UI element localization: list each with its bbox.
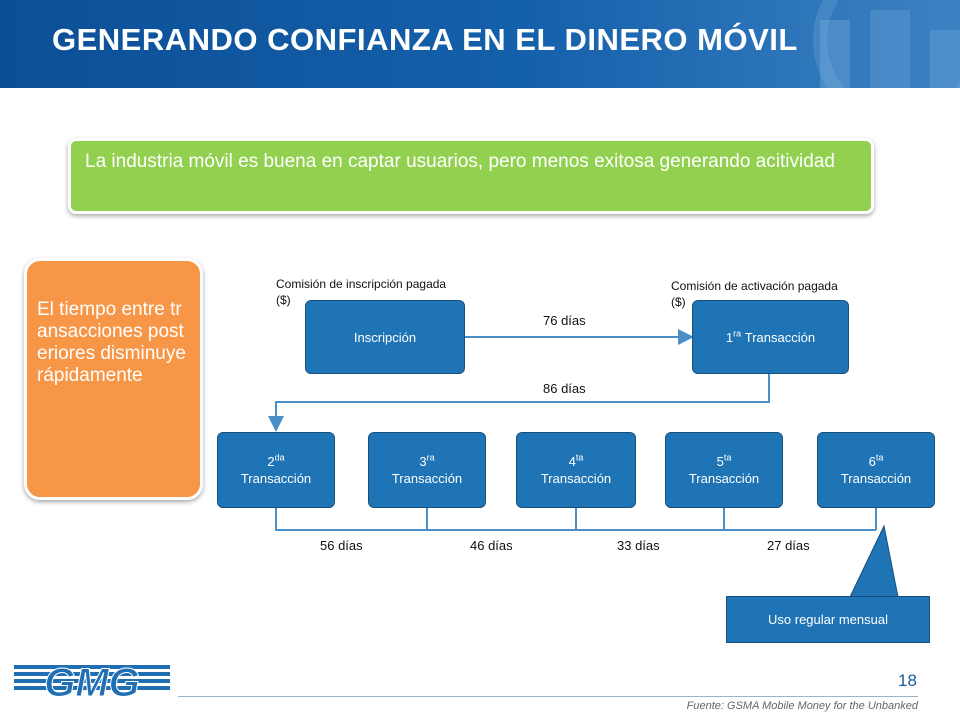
activation-fee-label: Comisión de activación pagada ($) <box>671 279 838 309</box>
gap-label-76: 76 días <box>543 313 586 328</box>
node-first-label: 1ra Transacción <box>725 328 816 345</box>
node-transaction-5: 5ta Transacción <box>665 432 783 508</box>
gap-label-46: 46 días <box>470 538 513 553</box>
node-registration-label: Inscripción <box>353 329 417 345</box>
node-transaction-3-label: Transacción <box>391 471 463 486</box>
gap-label-56: 56 días <box>320 538 363 553</box>
callout-monthly-use: Uso regular mensual <box>726 596 930 643</box>
node-transaction-6: 6ta Transacción <box>817 432 935 508</box>
callout-pointer <box>849 524 899 598</box>
callout-text: Uso regular mensual <box>768 612 888 627</box>
svg-text:GMG: GMG <box>44 661 140 704</box>
key-message-banner: La industria móvil es buena en captar us… <box>68 138 874 214</box>
company-logo: GMG <box>14 661 170 704</box>
banner-text: La industria móvil es buena en captar us… <box>85 151 835 172</box>
node-transaction-5-label: Transacción <box>688 471 760 486</box>
node-transaction-2: 2da Transacción <box>217 432 335 508</box>
node-first-transaction: 1ra Transacción <box>692 300 849 374</box>
node-transaction-4-label: Transacción <box>540 471 612 486</box>
slide-title: GENERANDO CONFIANZA EN EL DINERO MÓVIL <box>52 22 798 57</box>
node-transaction-2-label: Transacción <box>240 471 312 486</box>
side-message-text: El tiempo entre transacciones posteriore… <box>37 299 186 386</box>
side-message-box: El tiempo entre transacciones posteriore… <box>24 258 203 500</box>
source-citation: Fuente: GSMA Mobile Money for the Unbank… <box>686 700 918 712</box>
header-bar: GENERANDO CONFIANZA EN EL DINERO MÓVIL <box>0 0 960 88</box>
header-decoration <box>813 0 960 88</box>
node-registration: Inscripción <box>305 300 465 374</box>
node-transaction-3: 3ra Transacción <box>368 432 486 508</box>
page-number: 18 <box>898 671 917 690</box>
registration-fee-label: Comisión de inscripción pagada ($) <box>276 277 447 307</box>
gap-label-33: 33 días <box>617 538 660 553</box>
node-transaction-4: 4ta Transacción <box>516 432 636 508</box>
gap-label-27: 27 días <box>767 538 810 553</box>
gap-label-86: 86 días <box>543 381 586 396</box>
connector-first-to-second <box>268 374 770 432</box>
connector-bottom-bracket <box>275 508 876 531</box>
footer-divider <box>178 696 918 697</box>
node-transaction-6-label: Transacción <box>840 471 912 486</box>
